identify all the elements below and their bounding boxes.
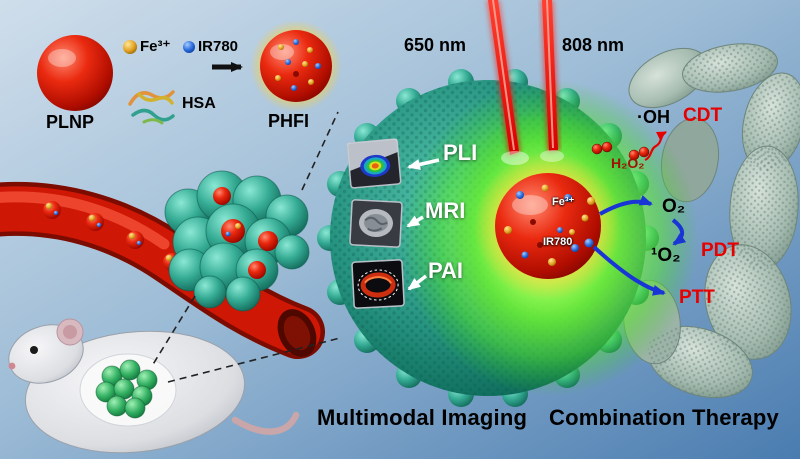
pli-inset-image bbox=[346, 138, 402, 189]
laser-808-label: 808 nm bbox=[562, 35, 625, 55]
combination-therapy-caption: Combination Therapy bbox=[549, 405, 779, 430]
multimodal-imaging-caption: Multimodal Imaging bbox=[317, 405, 528, 430]
nanosphere bbox=[317, 69, 698, 407]
tumor-in-mouse bbox=[95, 359, 158, 419]
laser-650-label: 650 nm bbox=[404, 35, 467, 55]
fe-dot-icon bbox=[123, 40, 137, 54]
phfi-label: PHFI bbox=[268, 111, 310, 131]
fe-legend-label: Fe³⁺ bbox=[140, 38, 171, 55]
ir780-dot-icon bbox=[183, 41, 195, 53]
hsa-label: HSA bbox=[182, 95, 216, 112]
o2-label: O₂ bbox=[662, 196, 686, 217]
phfi-sphere bbox=[250, 20, 342, 112]
plnp-label: PLNP bbox=[46, 112, 95, 132]
h2o2-label: H₂O₂ bbox=[611, 155, 645, 171]
imaging-insets bbox=[346, 138, 440, 309]
laser-beams bbox=[486, 0, 564, 165]
arrow-to-o2 bbox=[599, 195, 653, 216]
arrow-o2-to-singlet bbox=[671, 218, 687, 246]
blood-vessel bbox=[0, 181, 325, 359]
mouse bbox=[8, 318, 300, 454]
core-fe-dot-icon bbox=[587, 197, 595, 205]
singlet-o2-label: ¹O₂ bbox=[651, 245, 681, 266]
ptt-label: PTT bbox=[679, 287, 715, 308]
cdt-label: CDT bbox=[683, 105, 723, 126]
core-ir780-dot-icon bbox=[584, 238, 594, 248]
hsa-protein-icon bbox=[128, 90, 175, 125]
therapy-blue-arrows bbox=[592, 195, 687, 296]
h2o2-molecules bbox=[591, 141, 650, 161]
therapy-annotations bbox=[591, 131, 687, 296]
tumor-cell-cluster bbox=[164, 170, 310, 312]
plnp-sphere bbox=[37, 35, 113, 111]
core-fe-label: Fe³⁺ bbox=[552, 196, 575, 208]
mri-label: MRI bbox=[425, 198, 466, 223]
pai-arrow bbox=[407, 274, 428, 291]
dashed-connector-lines bbox=[151, 111, 341, 383]
cdt-reaction-squiggle bbox=[644, 131, 667, 162]
mri-arrow bbox=[406, 215, 424, 228]
phfi-core bbox=[474, 152, 622, 300]
pdt-label: PDT bbox=[701, 240, 739, 261]
core-ir780-label: IR780 bbox=[543, 236, 573, 248]
mri-inset-image bbox=[349, 199, 403, 248]
arrow-to-ptt bbox=[592, 245, 666, 296]
ir780-legend-label: IR780 bbox=[198, 38, 239, 55]
pai-inset-image bbox=[351, 259, 405, 309]
pli-arrow bbox=[407, 158, 440, 170]
oh-label: ·OH bbox=[637, 107, 670, 127]
pai-label: PAI bbox=[428, 258, 464, 283]
imaging-arrows bbox=[406, 158, 440, 291]
synthesis-scheme bbox=[37, 20, 342, 125]
mouse-eye bbox=[30, 346, 38, 354]
pli-label: PLI bbox=[443, 140, 478, 165]
